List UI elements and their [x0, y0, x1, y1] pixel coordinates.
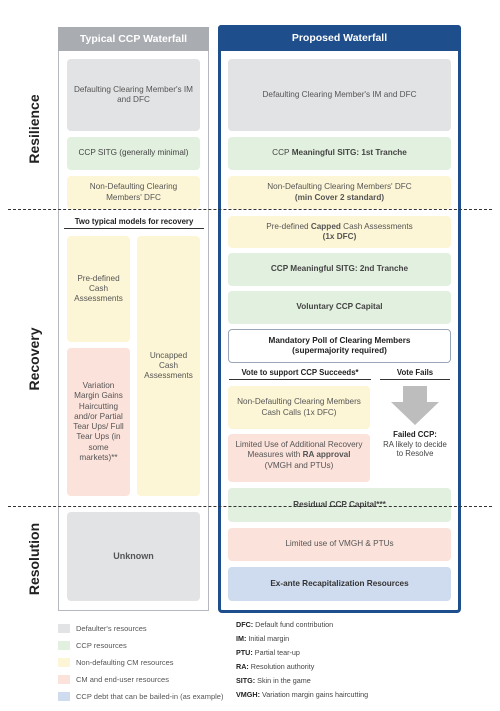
- legend-label: CCP debt that can be bailed-in (as examp…: [76, 692, 224, 701]
- definition-text: Variation margin gains haircutting: [261, 690, 369, 699]
- definition-term: PTU:: [236, 648, 253, 657]
- proposed-limited-bold: RA approval: [302, 450, 351, 460]
- definition-term: DFC:: [236, 620, 254, 629]
- definition-text: Skin in the game: [257, 676, 311, 685]
- proposed-limited-post: (VMGH and PTUs): [264, 460, 334, 470]
- proposed-capped-box: Pre-defined Capped Cash Assessments (1x …: [228, 216, 451, 248]
- proposed-cash-calls-box: Non-Defaulting Clearing Members Cash Cal…: [228, 386, 370, 429]
- proposed-voluntary-box: Voluntary CCP Capital: [228, 291, 451, 324]
- section-label-resolution: Resolution: [26, 522, 42, 596]
- proposed-capped-bold: Capped: [310, 221, 341, 231]
- typical-variation-box: Variation Margin Gains Haircutting and/o…: [67, 348, 130, 496]
- proposed-defaulting-box: Defaulting Clearing Member's IM and DFC: [228, 59, 451, 131]
- definition-item: DFC: Default fund contribution: [236, 620, 333, 629]
- proposed-mandatory-line1: Mandatory Poll of Clearing Members: [268, 335, 411, 345]
- legend-item: Non-defaulting CM resources: [58, 658, 174, 667]
- legend-item: CCP resources: [58, 641, 127, 650]
- proposed-non-defaulting-line1: Non-Defaulting Clearing Members' DFC: [267, 182, 412, 192]
- typical-non-defaulting-box: Non-Defaulting Clearing Members' DFC: [67, 176, 200, 209]
- proposed-exante-box: Ex-ante Recapitalization Resources: [228, 567, 451, 601]
- vote-succeeds-label: Vote to support CCP Succeeds*: [229, 368, 371, 380]
- legend-label: CM and end-user resources: [76, 675, 169, 684]
- legend-swatch: [58, 624, 70, 633]
- proposed-capped-line2: (1x DFC): [322, 232, 357, 241]
- proposed-capped-line1: Pre-defined Capped Cash Assessments: [266, 222, 413, 232]
- definition-text: Partial tear-up: [254, 648, 300, 657]
- legend-swatch: [58, 692, 70, 701]
- proposed-capped-post: Cash Assessments: [343, 221, 413, 231]
- separator-recovery-resolution: [8, 506, 492, 507]
- definition-item: IM: Initial margin: [236, 634, 289, 643]
- down-arrow-icon: [391, 386, 439, 425]
- typical-predefined-box: Pre-defined Cash Assessments: [67, 236, 130, 342]
- legend-item: CM and end-user resources: [58, 675, 169, 684]
- failed-ccp-title: Failed CCP:: [393, 430, 437, 439]
- definition-item: PTU: Partial tear-up: [236, 648, 300, 657]
- separator-resilience-recovery: [8, 209, 492, 210]
- proposed-limited-line1: Limited Use of Additional Recovery Measu…: [235, 440, 363, 460]
- definition-term: RA:: [236, 662, 249, 671]
- definition-text: Default fund contribution: [255, 620, 334, 629]
- definition-text: Initial margin: [248, 634, 290, 643]
- definition-term: SITG:: [236, 676, 256, 685]
- proposed-sitg2-box: CCP Meaningful SITG: 2nd Tranche: [228, 253, 451, 286]
- legend-label: CCP resources: [76, 641, 127, 650]
- legend-swatch: [58, 641, 70, 650]
- legend-item: Defaulter's resources: [58, 624, 147, 633]
- legend-label: Non-defaulting CM resources: [76, 658, 174, 667]
- typical-header-label: Typical CCP Waterfall: [79, 33, 188, 45]
- proposed-header-label: Proposed Waterfall: [291, 32, 388, 44]
- proposed-sitg1-prefix: CCP: [272, 148, 290, 158]
- definition-term: VMGH:: [236, 690, 260, 699]
- legend-item: CCP debt that can be bailed-in (as examp…: [58, 692, 223, 701]
- proposed-limited-vmgh-box: Limited use of VMGH & PTUs: [228, 528, 451, 561]
- proposed-capped-pre: Pre-defined: [266, 221, 309, 231]
- typical-sitg-box: CCP SITG (generally minimal): [67, 137, 200, 170]
- typical-header: Typical CCP Waterfall: [58, 27, 209, 51]
- proposed-sitg1-bold: Meaningful SITG: 1st Tranche: [291, 148, 407, 158]
- proposed-non-defaulting-line2: (min Cover 2 standard): [294, 192, 385, 202]
- proposed-non-defaulting-box: Non-Defaulting Clearing Members' DFC (mi…: [228, 176, 451, 209]
- proposed-limited-box: Limited Use of Additional Recovery Measu…: [228, 434, 370, 482]
- proposed-residual-box: Residual CCP Capital***: [228, 488, 451, 522]
- definition-term: IM:: [236, 634, 247, 643]
- legend-label: Defaulter's resources: [76, 624, 147, 633]
- definition-item: RA: Resolution authority: [236, 662, 314, 671]
- proposed-sitg1-box: CCP Meaningful SITG: 1st Tranche: [228, 137, 451, 170]
- proposed-mandatory-line2: (supermajority required): [292, 346, 387, 355]
- definition-item: SITG: Skin in the game: [236, 676, 311, 685]
- typical-defaulting-box: Defaulting Clearing Member's IM and DFC: [67, 59, 200, 131]
- failed-ccp-text: RA likely to decide to Resolve: [383, 439, 447, 459]
- typical-uncapped-box: Uncapped Cash Assessments: [137, 236, 200, 496]
- definition-text: Resolution authority: [250, 662, 315, 671]
- typical-unknown-box: Unknown: [67, 512, 200, 601]
- section-label-resilience: Resilience: [26, 94, 42, 164]
- vote-succeeds-text: Vote to support CCP Succeeds*: [241, 368, 359, 377]
- definition-item: VMGH: Variation margin gains haircutting: [236, 690, 368, 699]
- proposed-header: Proposed Waterfall: [218, 25, 461, 51]
- proposed-mandatory-box: Mandatory Poll of Clearing Members (supe…: [228, 329, 451, 363]
- legend-swatch: [58, 658, 70, 667]
- section-label-recovery: Recovery: [26, 327, 42, 391]
- vote-fails-label: Vote Fails: [380, 368, 450, 380]
- failed-ccp-block: Failed CCP: RA likely to decide to Resol…: [380, 430, 450, 459]
- legend-swatch: [58, 675, 70, 684]
- recovery-models-title: Two typical models for recovery: [64, 217, 204, 229]
- vote-fails-text: Vote Fails: [396, 368, 434, 377]
- recovery-models-title-text: Two typical models for recovery: [74, 217, 194, 226]
